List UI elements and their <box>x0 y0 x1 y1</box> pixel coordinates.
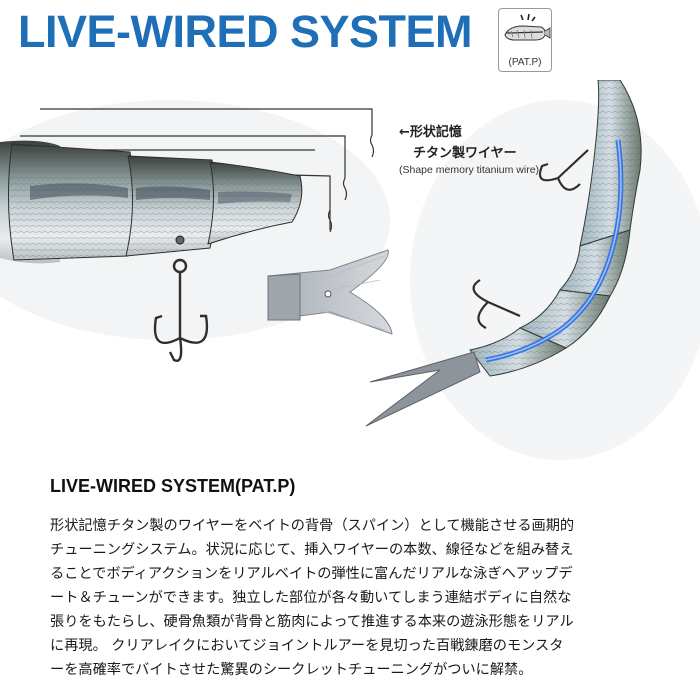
description-line: ることでボディアクションをリアルベイトの弾性に富んだリアルな泳ぎへアップデ <box>50 566 573 582</box>
patent-badge: (PAT.P) <box>498 8 552 72</box>
patent-label: (PAT.P) <box>508 57 542 68</box>
treble-hook <box>472 149 589 329</box>
wire-callout-jp-2: チタン製ワイヤー <box>413 146 517 161</box>
description-line: ーを高確率でバイトさせた驚異のシークレットチューニングがついに解禁。 <box>50 662 533 678</box>
description-line: チューニングシステム。状況に応じて、挿入ワイヤーの本数、線径などを組み替え <box>50 542 574 558</box>
wire-callout-jp-1: ←形状記憶 <box>399 125 462 140</box>
product-figure: ←形状記憶 チタン製ワイヤー (Shape memory titanium wi… <box>0 79 700 460</box>
tail-fin <box>267 249 393 335</box>
description-line: に再現。 クリアレイクにおいてジョイントルアーを見切った百戦錬磨のモンスタ <box>50 638 564 654</box>
page-title: LIVE-WIRED SYSTEM <box>18 6 473 57</box>
description-text: 形状記憶チタン製のワイヤーをベイトの背骨（スパイン）として機能させる画期的 チュ… <box>50 514 660 682</box>
description-line: 形状記憶チタン製のワイヤーをベイトの背骨（スパイン）として機能させる画期的 <box>50 518 575 534</box>
description-line: ート＆チューンができます。独立した部位が各々動いてしまう連結ボディに自然な <box>50 590 572 606</box>
lure-illustration <box>0 79 700 460</box>
treble-hook <box>153 258 209 362</box>
section-subtitle: LIVE-WIRED SYSTEM(PAT.P) <box>50 476 296 496</box>
description-line: 張りをもたらし、硬骨魚類が背骨と筋肉によって推進する本来の遊泳形態をリアル <box>50 614 574 630</box>
lure-body <box>365 79 642 427</box>
lure-body <box>0 140 303 264</box>
lure-diagram-icon <box>504 13 551 41</box>
wire-callout-en: (Shape memory titanium wire) <box>399 164 540 176</box>
